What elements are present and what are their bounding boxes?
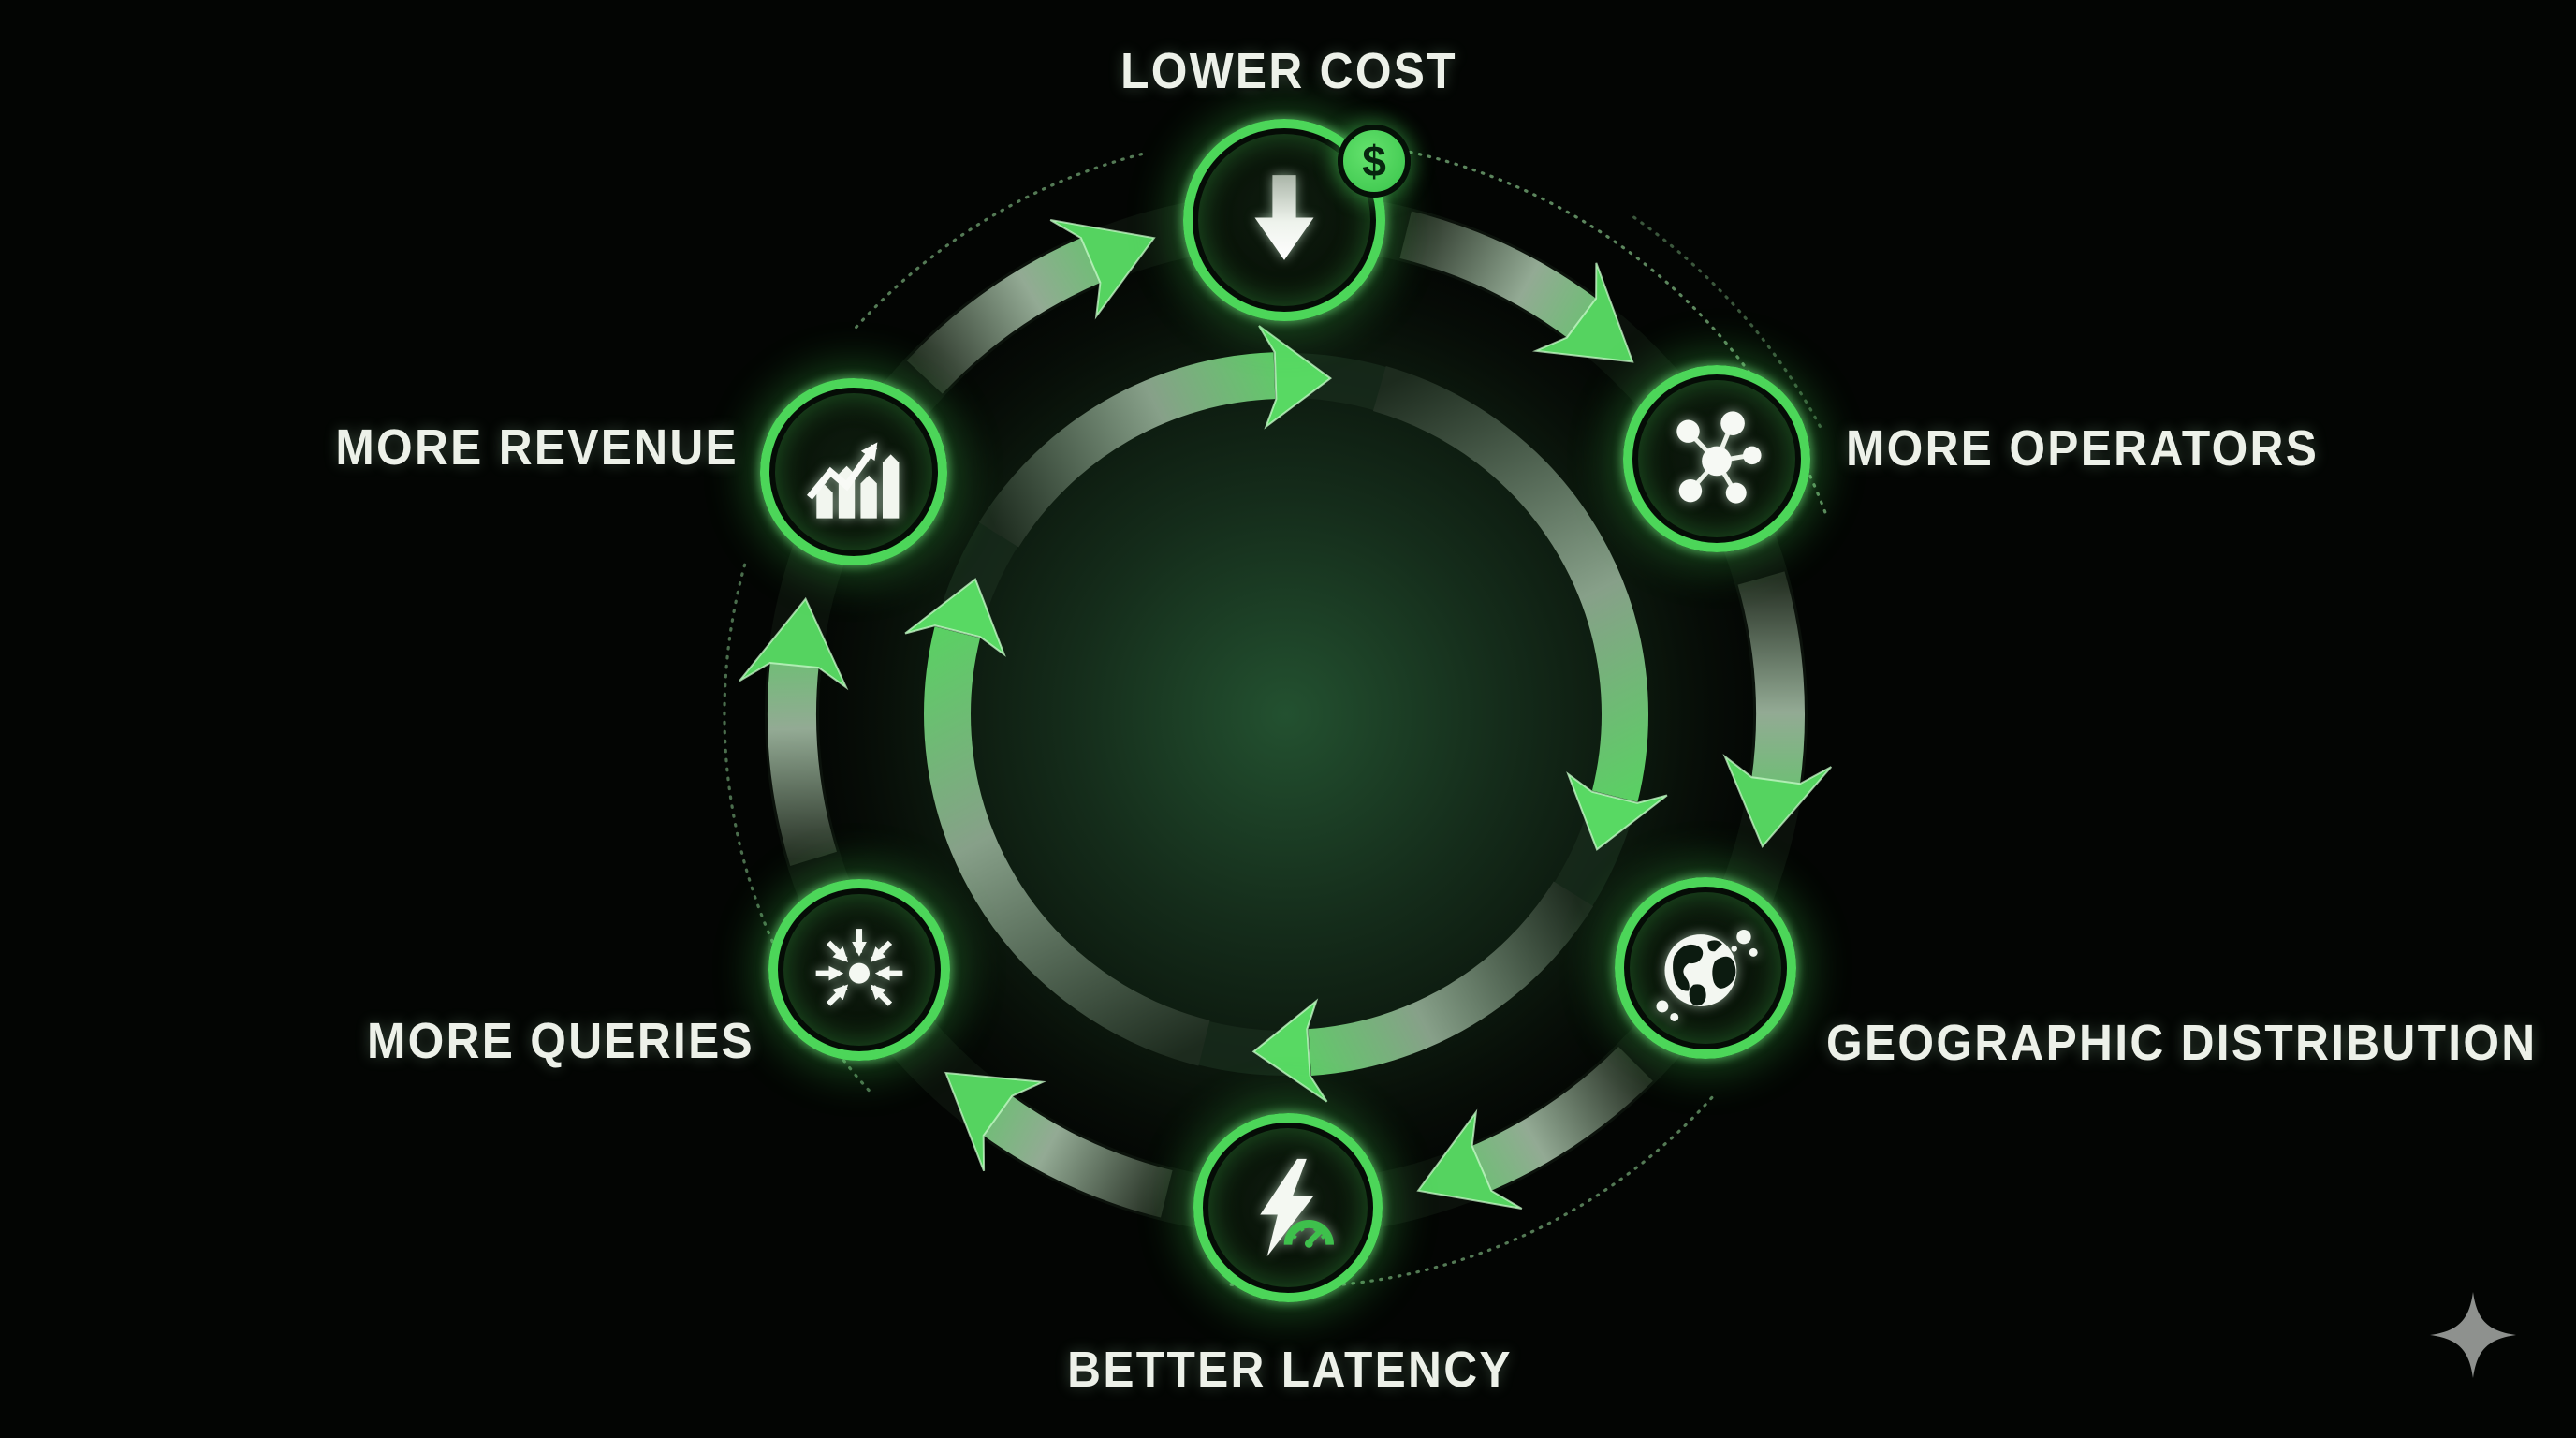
node-label-more-operators: MORE OPERATORS [1846,420,2320,477]
rising-bar-chart-icon [807,442,900,519]
node-label-more-revenue: MORE REVENUE [335,419,739,476]
node-more-operators [1623,365,1810,552]
globe-icon [1656,930,1758,1021]
node-geographic-distribution [1615,877,1796,1059]
node-more-queries [768,879,950,1061]
node-label-geographic-distribution: GEOGRAPHIC DISTRIBUTION [1826,1015,2538,1071]
converging-arrows-icon [815,929,903,1006]
dollar-badge: $ [1338,125,1411,198]
network-nodes-icon [1676,411,1762,504]
node-label-better-latency: BETTER LATENCY [1067,1342,1513,1398]
sparkle-icon [2430,1292,2516,1378]
node-lower-cost: $ [1183,119,1411,321]
arrow-down-cost-icon [1254,175,1314,260]
node-more-revenue [760,378,947,565]
node-better-latency [1193,1113,1383,1302]
node-label-more-queries: MORE QUERIES [366,1013,754,1069]
lightning-speedometer-icon [1260,1158,1334,1257]
dollar-symbol: $ [1362,137,1386,185]
node-label-lower-cost: LOWER COST [1120,43,1457,99]
